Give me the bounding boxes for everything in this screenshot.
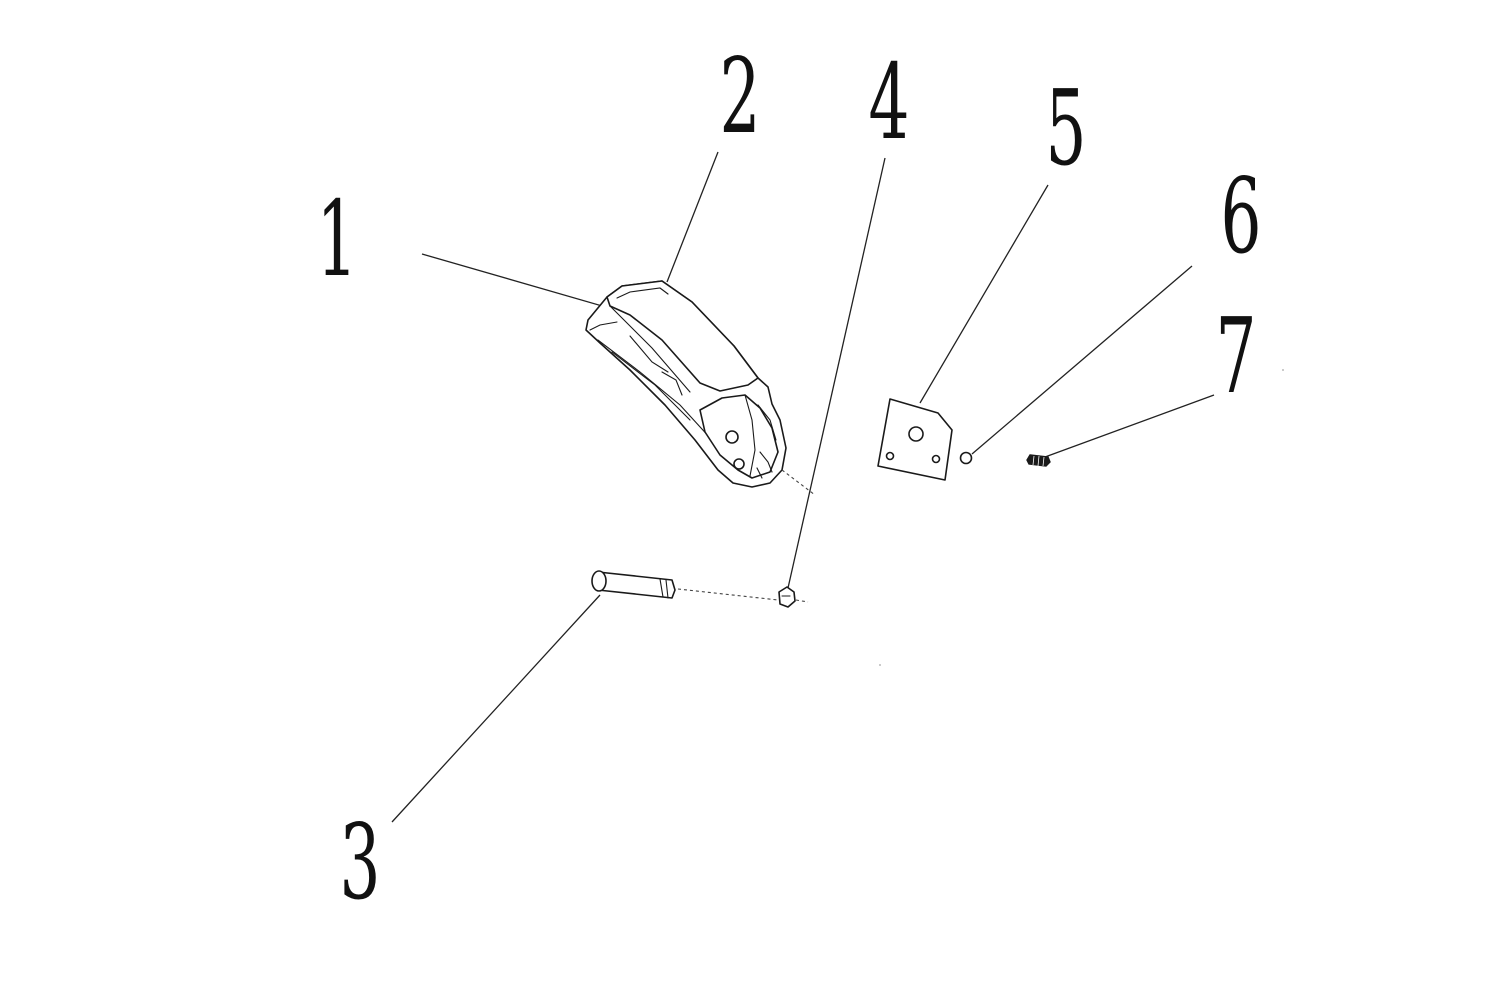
callout-number-5: 5: [1045, 69, 1086, 189]
pivot-pin-part: [591, 570, 676, 599]
callout-number-4: 4: [868, 43, 909, 163]
leader-line-4: [787, 157, 886, 589]
retaining-clip-part: [778, 586, 796, 608]
leader-line-3: [391, 594, 601, 823]
clip-axis-line: [795, 599, 809, 603]
callout-number-2: 2: [719, 37, 760, 157]
scan-speck: [1282, 369, 1284, 371]
footrest-body-part: [585, 280, 787, 488]
rubber-pad-part: [606, 280, 759, 392]
leader-line-2: [666, 151, 719, 283]
assembly-axis-line: [781, 469, 816, 496]
leader-line-5: [919, 184, 1049, 404]
ball-part: [959, 451, 973, 465]
leader-line-6: [971, 265, 1193, 455]
callout-number-3: 3: [339, 803, 380, 923]
callout-number-7: 7: [1215, 297, 1256, 417]
callout-number-1: 1: [316, 180, 357, 300]
set-screw-part: [1026, 454, 1051, 467]
callout-number-6: 6: [1220, 157, 1261, 277]
leader-line-7: [1044, 394, 1215, 458]
mounting-plate-part: [877, 398, 953, 481]
pin-axis-line: [677, 588, 779, 601]
scan-speck: [879, 664, 881, 666]
